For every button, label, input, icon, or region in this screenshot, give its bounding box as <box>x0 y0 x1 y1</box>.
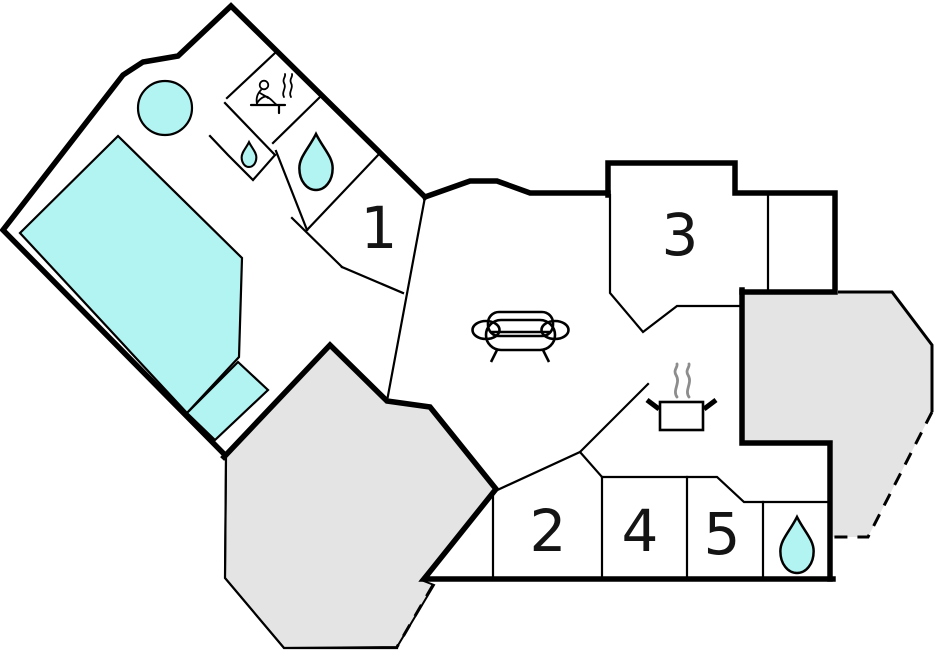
swimming-pool <box>18 134 244 415</box>
room-2-label: 2 <box>529 497 567 565</box>
room-5-label: 5 <box>703 500 741 568</box>
pool-step <box>185 360 270 442</box>
water-drop-icon-large-bottom <box>779 514 815 575</box>
water-drop-icon-small <box>240 139 258 168</box>
open-boundaries <box>395 411 934 648</box>
whirlpool-tub <box>136 79 194 137</box>
cooking-pot-icon <box>645 362 718 432</box>
icons <box>240 73 815 575</box>
room-1-label: 1 <box>360 194 398 262</box>
room-3-label: 3 <box>661 201 699 269</box>
room-4-label: 4 <box>621 497 659 565</box>
terrace-right <box>742 292 932 537</box>
dashed-line-left <box>395 584 435 648</box>
sauna-icon <box>249 73 294 115</box>
steam-lines <box>673 362 691 399</box>
outer-walls <box>0 2 838 582</box>
dashed-line-right <box>833 411 934 539</box>
interior-walls <box>208 51 833 650</box>
sofa-icon <box>471 310 570 363</box>
water-drop-icon-large-top <box>298 131 334 192</box>
water-features <box>18 79 270 442</box>
